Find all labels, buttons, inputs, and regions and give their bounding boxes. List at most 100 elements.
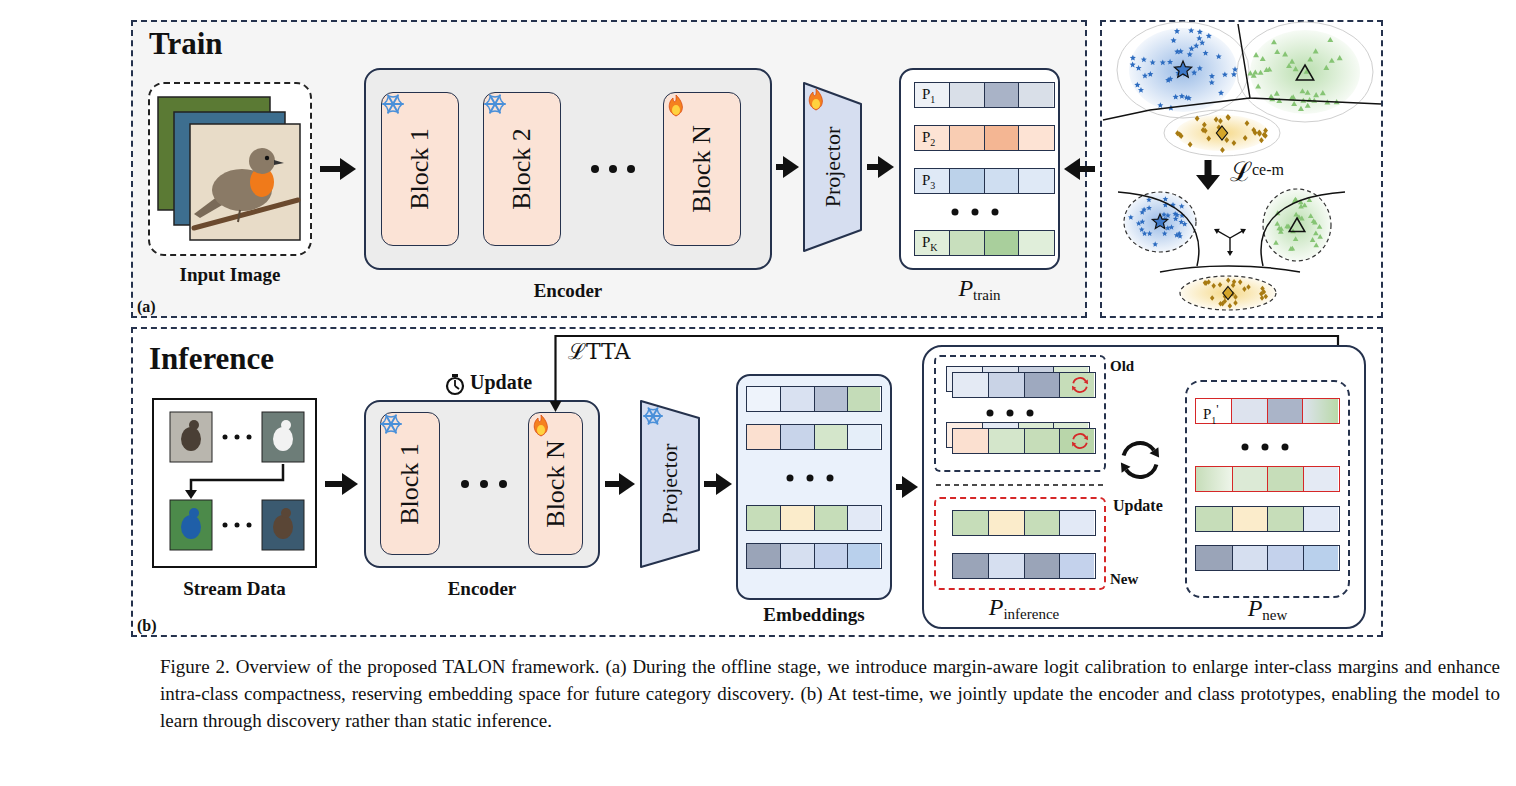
embedding-cell xyxy=(1024,511,1059,535)
triangle-point xyxy=(1284,223,1290,228)
star-point xyxy=(1136,65,1142,71)
embedding-cell xyxy=(780,425,813,449)
projector: Projector xyxy=(803,82,862,252)
panel-tag: (a) xyxy=(137,298,156,315)
triangle-point xyxy=(1296,214,1302,219)
star-point xyxy=(1169,224,1175,229)
triangle-point xyxy=(1320,90,1326,95)
star-point xyxy=(1179,203,1185,208)
diamond-point xyxy=(1246,284,1250,290)
snowflake-icon xyxy=(644,415,662,417)
arrow-line xyxy=(605,481,621,487)
prototype-group: PnewP1' xyxy=(1185,380,1350,598)
block: Block 1 xyxy=(381,92,459,246)
photo xyxy=(262,412,304,462)
row-subscript: 1 xyxy=(930,94,935,105)
diamond-point xyxy=(1233,294,1237,300)
snowflake-icon xyxy=(385,416,391,420)
star-point xyxy=(1184,94,1190,100)
bird-silhouette xyxy=(281,508,291,518)
row-symbol: P xyxy=(922,172,930,188)
cluster-region xyxy=(1250,30,1360,114)
embedding-cell xyxy=(1024,429,1059,453)
diamond-point xyxy=(1210,295,1214,301)
triangle-point xyxy=(1337,55,1343,60)
triangle-point xyxy=(1290,228,1296,233)
prototype-symbol: P xyxy=(958,275,973,301)
triangle-point xyxy=(1323,65,1329,70)
diamond-point xyxy=(1221,128,1226,134)
embedding-cell xyxy=(1196,507,1232,531)
cluster-region xyxy=(1263,189,1331,261)
star-point xyxy=(1141,207,1147,212)
prototype-row: P1' xyxy=(1195,398,1340,424)
row-symbol: P xyxy=(1203,406,1211,422)
triangle-point xyxy=(1313,242,1319,247)
triangle-point xyxy=(1313,92,1319,97)
diamond-point xyxy=(1223,287,1233,300)
decision-boundary xyxy=(1238,24,1381,104)
triangle-point xyxy=(1274,221,1280,226)
text-holder: Encoder xyxy=(306,280,830,302)
update-label: Update xyxy=(1113,497,1163,514)
triangle-point xyxy=(1329,58,1335,63)
ellipsis-dot xyxy=(235,523,240,528)
star-point xyxy=(1152,214,1167,229)
embedding-row xyxy=(952,510,1096,536)
prototype-symbol: P xyxy=(989,594,1004,620)
star-point xyxy=(1134,82,1140,88)
triangle-point xyxy=(1286,63,1292,68)
arrow-head xyxy=(716,473,732,495)
triangle-point xyxy=(1305,90,1311,95)
triangle-point xyxy=(1311,98,1317,103)
triangle-point xyxy=(1268,94,1274,99)
star-point xyxy=(1155,222,1161,227)
star-point xyxy=(1163,196,1169,201)
snowflake-icon xyxy=(384,101,387,108)
block-label: Projector xyxy=(657,444,682,525)
cluster-region xyxy=(1124,192,1196,252)
flow-arrow xyxy=(896,476,918,498)
embedding-cell xyxy=(1267,399,1303,423)
arrow-head xyxy=(550,401,562,412)
star-point xyxy=(1222,72,1228,78)
triangle-point xyxy=(1260,56,1266,61)
ellipsis-dot xyxy=(591,165,599,173)
embedding-cell xyxy=(988,511,1023,535)
block-label: Block N xyxy=(687,125,716,212)
flow-arrow xyxy=(605,473,635,495)
box-caption: Encoder xyxy=(448,578,517,599)
prototype-store: PinferenceOldNewPnewP1' xyxy=(922,345,1366,629)
star-point xyxy=(1180,67,1186,73)
diamond-point xyxy=(1242,286,1246,292)
text-holder: PK xyxy=(922,234,938,253)
triangle-point xyxy=(1290,246,1296,251)
star-point xyxy=(1141,57,1147,63)
arrow-line xyxy=(556,336,1339,403)
star-point xyxy=(1165,77,1171,83)
star-point xyxy=(1216,53,1222,59)
margin-boundary xyxy=(1118,192,1199,266)
embedding-cell xyxy=(984,126,1019,150)
text-holder: Old xyxy=(1104,357,1134,375)
flow-arrow xyxy=(776,156,799,178)
cycle-arrow xyxy=(1150,447,1160,457)
arrow-line xyxy=(776,164,785,170)
triangle-point xyxy=(1307,197,1313,202)
ellipsis-dot xyxy=(987,410,994,417)
arrow-line xyxy=(704,481,718,487)
embedding-cell xyxy=(953,373,988,397)
margin-boundary xyxy=(1160,266,1300,272)
star-point xyxy=(1178,48,1184,54)
row-symbol: P xyxy=(922,234,930,250)
prototype-subscript: train xyxy=(973,287,1001,303)
embedding-row xyxy=(746,424,882,450)
row-symbol: P xyxy=(922,129,930,145)
timer-icon xyxy=(454,380,456,386)
snowflake-icon xyxy=(653,419,658,423)
encoder-box: EncoderBlock 1Block N xyxy=(364,400,600,568)
panel: Train(a)Input ImageEncoderBlock 1Block 2… xyxy=(131,20,1087,318)
diamond-point xyxy=(1243,135,1248,141)
snowflake-icon xyxy=(495,107,501,111)
bird-body xyxy=(212,169,272,211)
